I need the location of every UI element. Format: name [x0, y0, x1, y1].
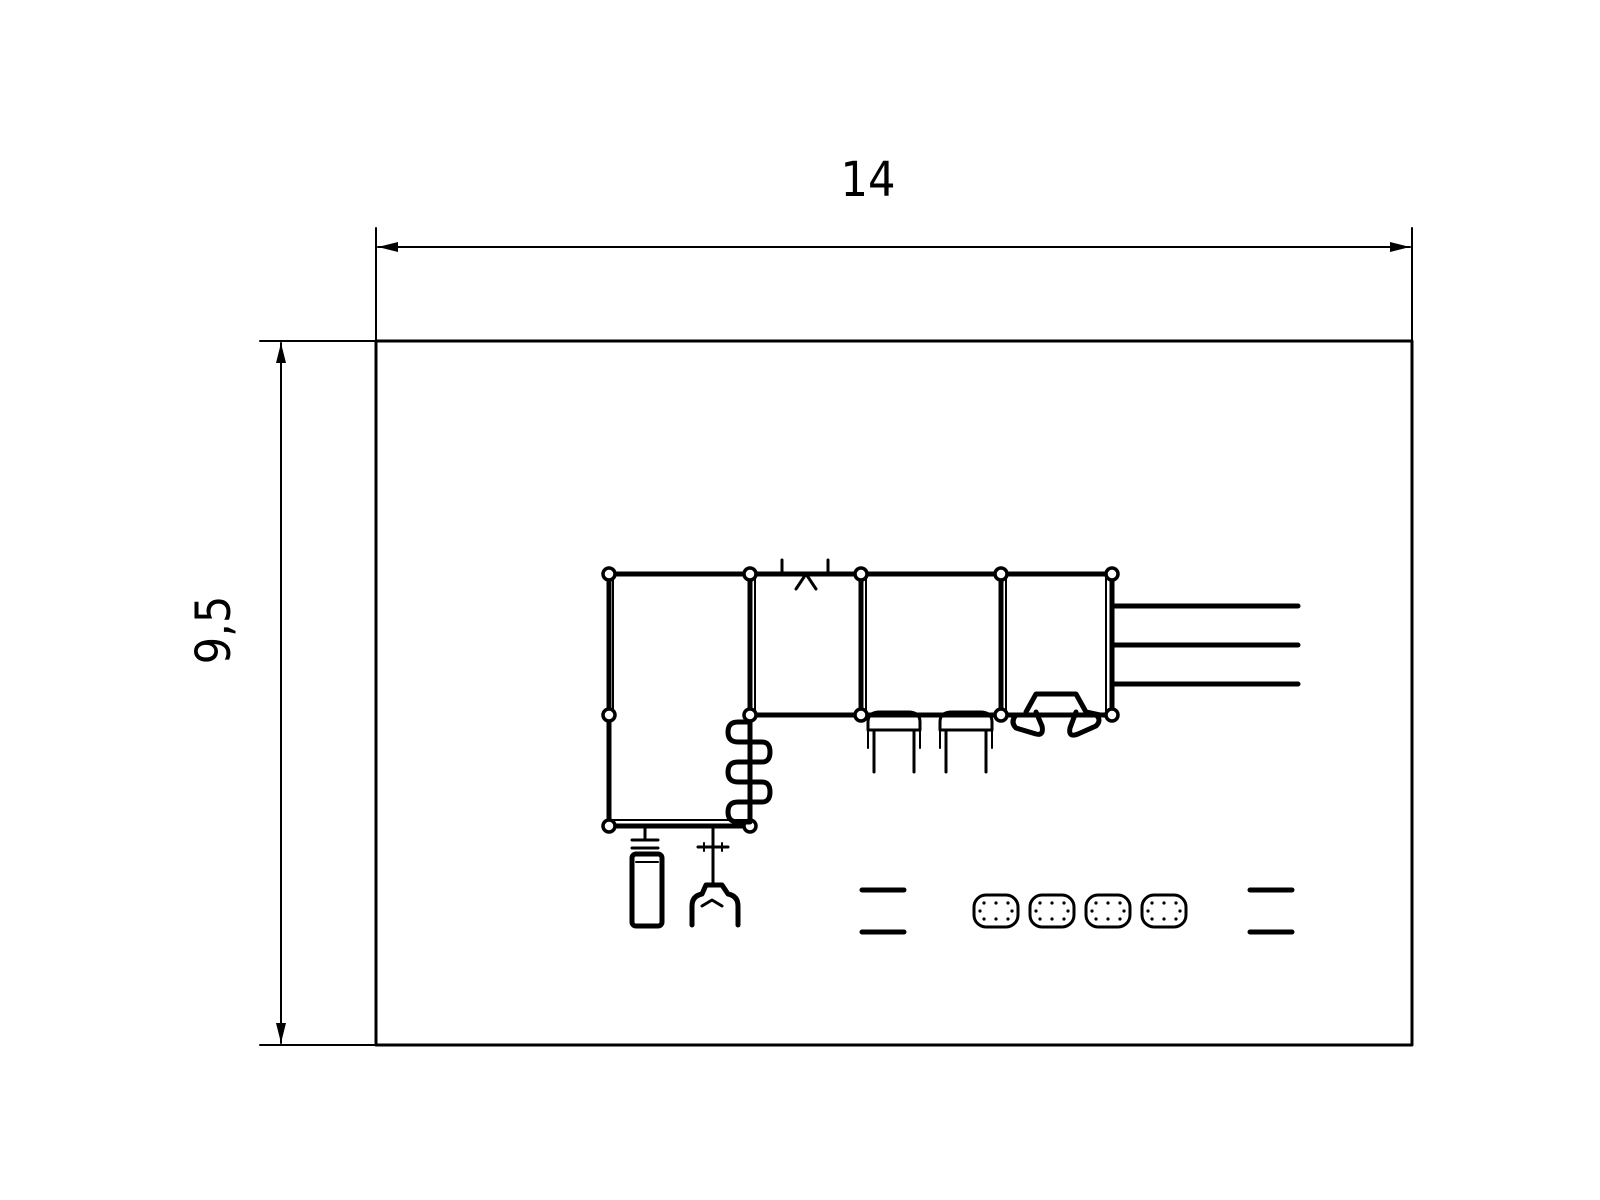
stepping-stone-icon — [1084, 893, 1132, 929]
node — [742, 707, 758, 723]
ladder-icon — [794, 572, 818, 591]
node — [853, 707, 869, 723]
node — [742, 566, 758, 582]
width-label: 14 — [841, 152, 896, 208]
climbing-wall-icon — [725, 719, 773, 825]
node — [1104, 566, 1120, 582]
height-dimension: 9,5 — [186, 340, 377, 1046]
stepping-stone-icon — [1140, 893, 1188, 929]
node — [601, 818, 617, 834]
width-dimension: 14 — [375, 152, 1413, 341]
node — [601, 566, 617, 582]
node — [1104, 707, 1120, 723]
stepping-stone-icon — [972, 893, 1020, 929]
bench-seat-icon — [938, 710, 994, 774]
slide-icon — [1010, 691, 1103, 738]
cylinder-element-icon — [629, 824, 665, 929]
node — [993, 566, 1009, 582]
node — [993, 707, 1009, 723]
bench-seat-icon — [866, 710, 922, 774]
node — [601, 707, 617, 723]
stepping-stone-icon — [1028, 893, 1076, 929]
spring-rider-icon — [689, 824, 741, 928]
height-label: 9,5 — [186, 596, 242, 665]
node — [853, 566, 869, 582]
site-boundary — [374, 339, 1414, 1047]
